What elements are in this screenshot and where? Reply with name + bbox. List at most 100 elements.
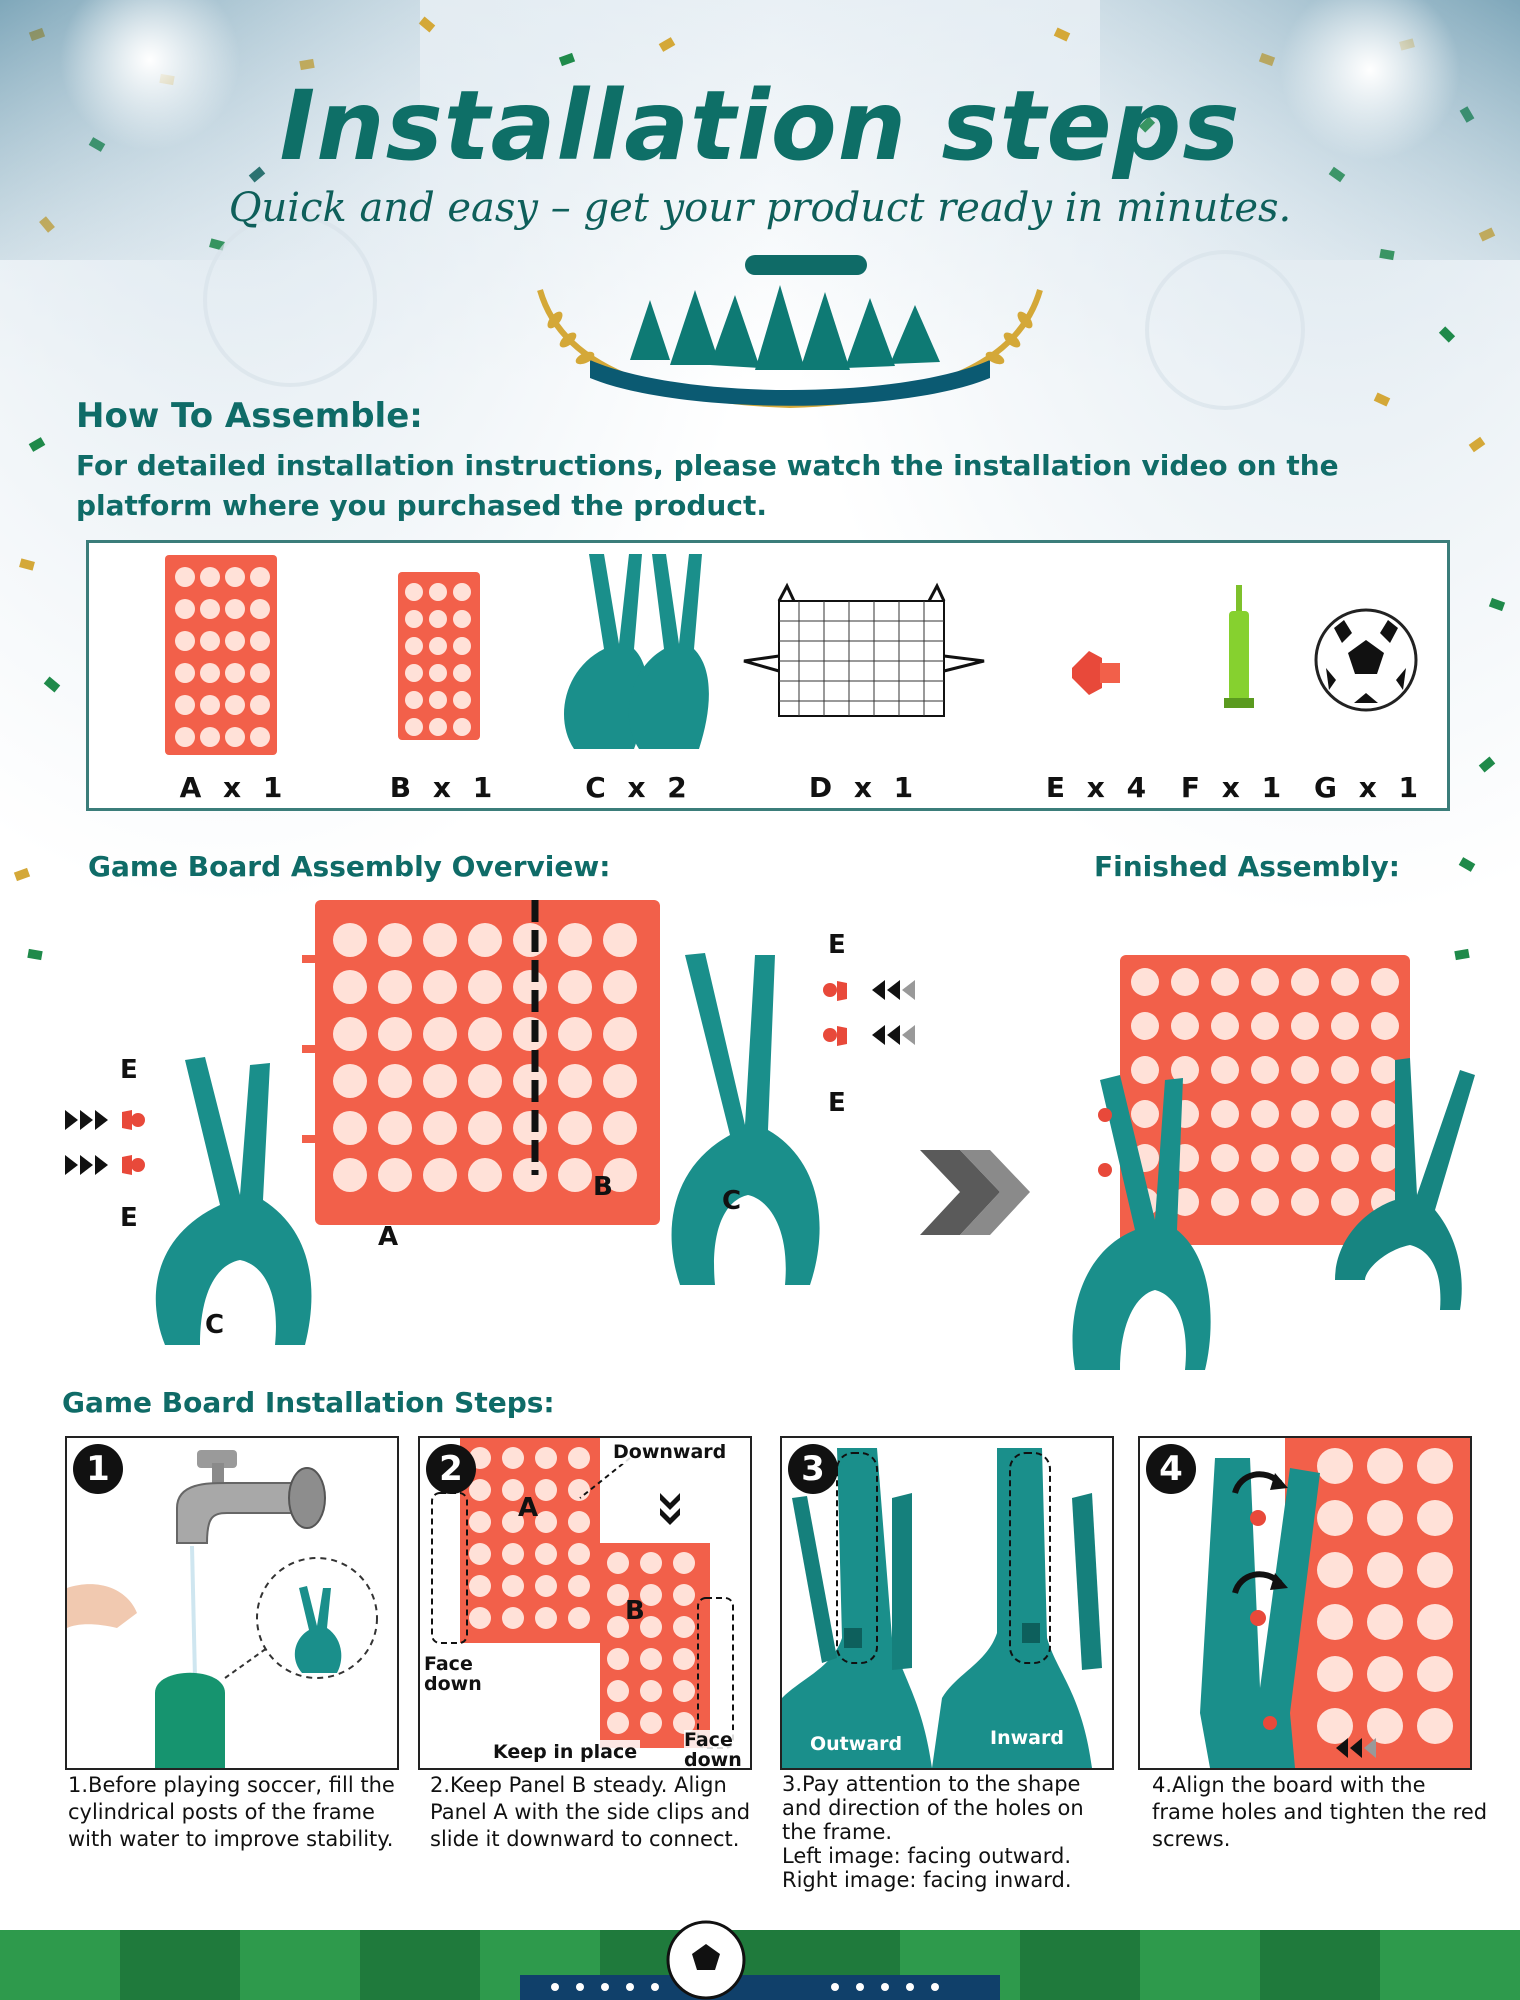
board-hole (1251, 1188, 1279, 1216)
installation-steps-heading: Game Board Installation Steps: (62, 1386, 555, 1419)
board-hole (423, 1017, 457, 1051)
board-hole (200, 567, 220, 587)
board-hole (469, 1511, 491, 1533)
board-hole (513, 1158, 547, 1192)
board-hole (513, 923, 547, 957)
board-hole (673, 1648, 695, 1670)
board-hole (175, 727, 195, 747)
board-hole (513, 1111, 547, 1145)
confetti-piece (1488, 597, 1506, 612)
overview-heading: Game Board Assembly Overview: (88, 850, 611, 883)
page-title: Installation steps (279, 70, 1241, 182)
board-hole (568, 1447, 590, 1469)
board-hole (225, 695, 245, 715)
confetti-piece (1468, 436, 1486, 453)
overview-label-e-2: E (120, 1203, 138, 1233)
step-2-text: 2.Keep Panel B steady. Align Panel A wit… (430, 1773, 751, 1851)
board-hole (502, 1607, 524, 1629)
board-hole (378, 1111, 412, 1145)
board-hole (429, 637, 447, 655)
board-hole (502, 1447, 524, 1469)
step-3-outward-label: Outward (810, 1733, 903, 1755)
board-hole (673, 1712, 695, 1734)
board-hole (423, 1111, 457, 1145)
board-hole (200, 599, 220, 619)
board-hole (1417, 1656, 1453, 1692)
part-label-g: G x 1 (1313, 771, 1425, 804)
board-hole (469, 1607, 491, 1629)
step-2-panel: 2 Downward A B Face down Keep in place F… (418, 1436, 752, 1770)
board-hole (225, 567, 245, 587)
board-hole (453, 610, 471, 628)
board-hole (607, 1552, 629, 1574)
board-hole (333, 1158, 367, 1192)
board-hole (1291, 968, 1319, 996)
board-hole (175, 599, 195, 619)
overview-label-e-1: E (120, 1055, 138, 1085)
board-hole (568, 1575, 590, 1597)
board-hole (640, 1584, 662, 1606)
board-hole (453, 583, 471, 601)
board-hole (1211, 1144, 1239, 1172)
board-hole (333, 923, 367, 957)
board-hole (429, 691, 447, 709)
board-hole (225, 663, 245, 683)
board-hole (535, 1511, 557, 1533)
step-4-panel: 4 (1138, 1436, 1472, 1770)
board-hole (1291, 1012, 1319, 1040)
board-hole (673, 1680, 695, 1702)
board-hole (175, 631, 195, 651)
right-stand-illustration (671, 953, 820, 1285)
board-hole (250, 599, 270, 619)
overview-label-e-4: E (828, 1088, 846, 1118)
board-hole (1367, 1708, 1403, 1744)
board-hole (453, 718, 471, 736)
board-hole (1367, 1500, 1403, 1536)
board-hole (673, 1584, 695, 1606)
board-hole (1291, 1144, 1319, 1172)
part-label-d: D x 1 (808, 771, 920, 804)
step-3-number: 3 (788, 1444, 838, 1494)
board-hole (378, 923, 412, 957)
net-icon (743, 582, 985, 717)
board-hole (1211, 1012, 1239, 1040)
part-label-b: B x 1 (389, 771, 499, 804)
step-1-panel: 1 (65, 1436, 399, 1770)
board-hole (405, 691, 423, 709)
board-hole (640, 1648, 662, 1670)
board-hole (333, 1017, 367, 1051)
board-hole (1251, 968, 1279, 996)
part-label-f: F x 1 (1180, 771, 1288, 804)
step-1-text: 1.Before playing soccer, fill the cylind… (68, 1773, 395, 1851)
board-hole (535, 1543, 557, 1565)
board-hole (1317, 1552, 1353, 1588)
board-hole (200, 727, 220, 747)
board-hole (502, 1511, 524, 1533)
board-hole (603, 970, 637, 1004)
board-hole (423, 1064, 457, 1098)
board-hole (1417, 1448, 1453, 1484)
board-hole (453, 691, 471, 709)
board-hole (607, 1616, 629, 1638)
board-hole (1367, 1448, 1403, 1484)
board-hole (469, 1575, 491, 1597)
board-hole (640, 1712, 662, 1734)
board-hole (405, 718, 423, 736)
confetti-piece (28, 437, 46, 452)
confetti-piece (43, 676, 61, 693)
board-hole (558, 1064, 592, 1098)
board-hole (333, 1064, 367, 1098)
board-hole (568, 1479, 590, 1501)
board-hole (558, 970, 592, 1004)
board-hole (333, 970, 367, 1004)
board-hole (1251, 1012, 1279, 1040)
board-hole (1291, 1100, 1319, 1128)
board-hole (468, 1111, 502, 1145)
board-hole (1317, 1708, 1353, 1744)
board-hole (603, 923, 637, 957)
board-hole (1331, 1144, 1359, 1172)
step-4-text: 4.Align the board with the frame holes a… (1152, 1773, 1488, 1851)
board-hole (1211, 1188, 1239, 1216)
board-hole (607, 1680, 629, 1702)
